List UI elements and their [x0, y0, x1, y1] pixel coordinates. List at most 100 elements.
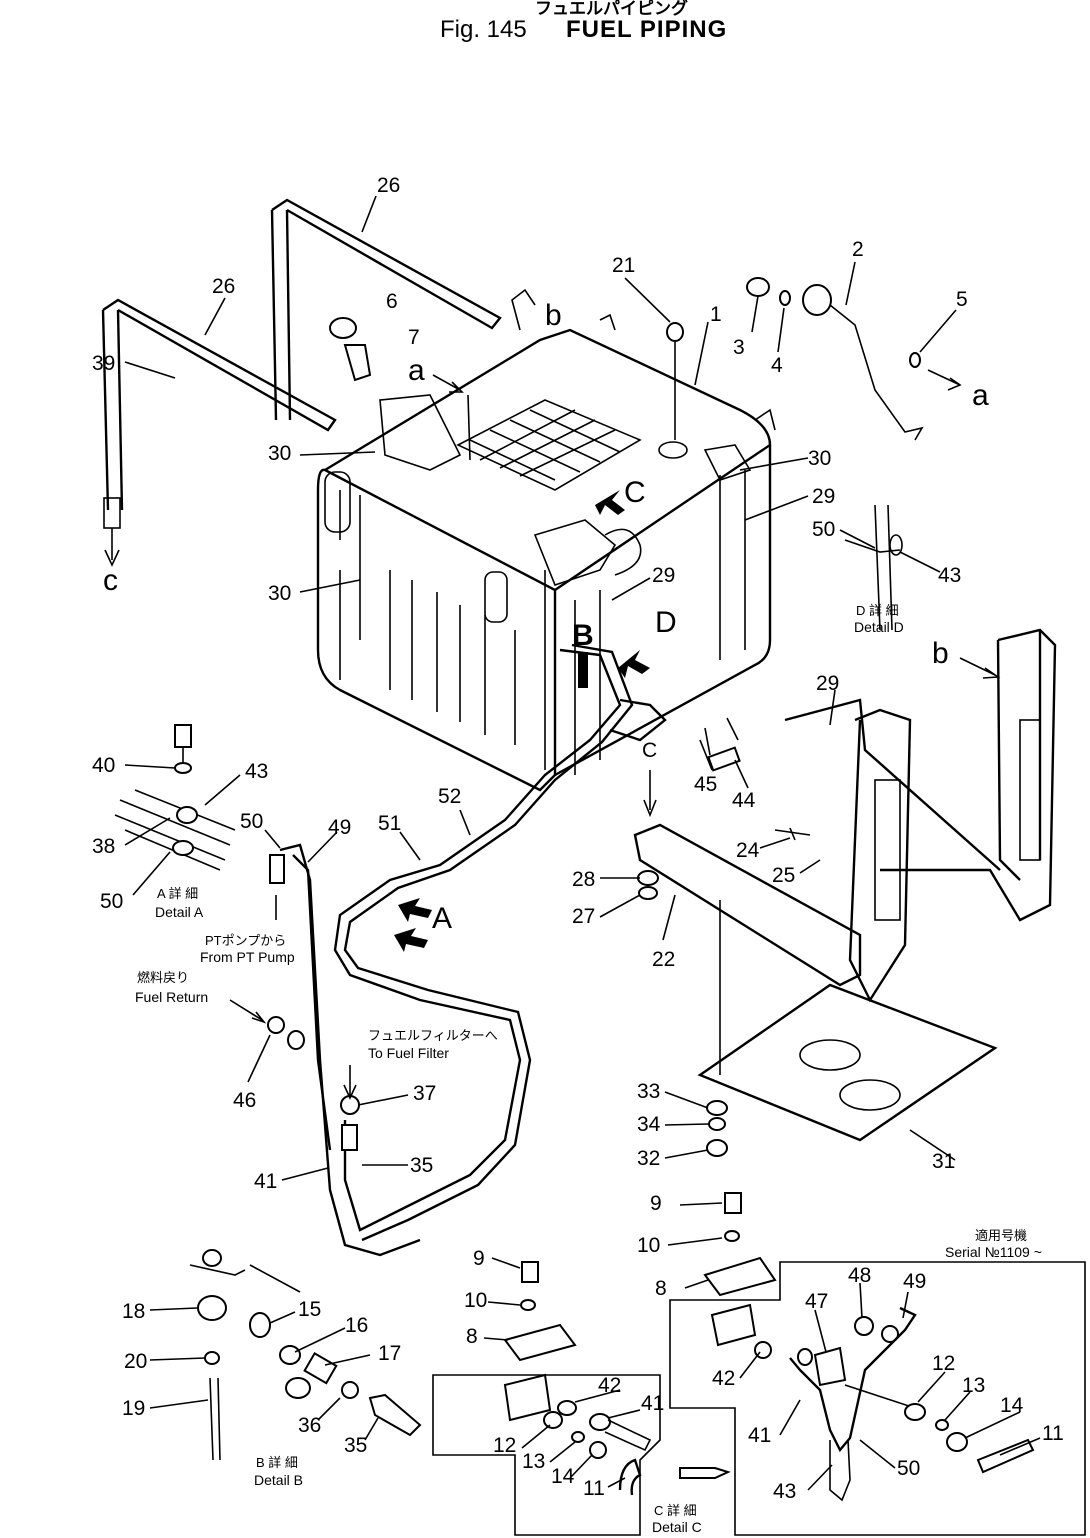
part-label: 42 — [712, 1367, 735, 1390]
part-label: 41 — [748, 1424, 771, 1447]
reference-labels: b a a c b C C B D A — [103, 299, 989, 935]
part-label: 38 — [92, 835, 115, 858]
view-arrows — [394, 374, 1001, 952]
part-label: 21 — [612, 254, 635, 277]
part-label: 36 — [298, 1414, 321, 1437]
part-label: 51 — [378, 812, 401, 835]
part-label: 30 — [268, 442, 291, 465]
part-labels: 1 2 3 4 5 6 7 21 26 26 30 30 30 29 29 29… — [92, 174, 1064, 1503]
part-label: 29 — [816, 672, 839, 695]
tank-support-frame — [633, 628, 1057, 1157]
ref-letter: a — [972, 379, 989, 412]
detail-c-serial-drawing — [669, 1192, 1086, 1536]
part-label: 47 — [805, 1290, 828, 1313]
part-label: 28 — [572, 868, 595, 891]
serial-jp: 適用号機 — [975, 1228, 1027, 1243]
part-label: 49 — [903, 1270, 926, 1293]
fuel-pipes — [229, 643, 667, 1257]
to-fuel-filter-jp: フュエルフィルターへ — [368, 1028, 498, 1043]
part-label: 37 — [413, 1082, 436, 1105]
part-label: 8 — [466, 1325, 478, 1348]
part-label: 13 — [522, 1450, 545, 1473]
serial-number-label: Serial №1109 ~ — [945, 1244, 1042, 1260]
detail-a-jp: A 詳 細 — [157, 886, 198, 901]
part-label: 52 — [438, 785, 461, 808]
part-label: 13 — [962, 1374, 985, 1397]
part-label: 26 — [212, 275, 235, 298]
ref-letter: a — [408, 354, 425, 387]
part-label: 50 — [897, 1457, 920, 1480]
part-label: 48 — [848, 1264, 871, 1287]
title-japanese: フュエルパイピング — [535, 0, 688, 18]
part-label: 26 — [377, 174, 400, 197]
part-label: 19 — [122, 1397, 145, 1420]
part-label: 35 — [410, 1154, 433, 1177]
ref-letter: C — [642, 739, 657, 762]
detail-c-drawing — [432, 1261, 731, 1536]
tank-straps — [101, 198, 536, 567]
fuel-sender-unit — [329, 277, 962, 441]
from-pt-pump-jp: PTポンプから — [205, 933, 286, 948]
part-label: 22 — [652, 948, 675, 971]
detail-d-drawing — [844, 504, 903, 631]
part-label: 50 — [240, 810, 263, 833]
part-label: 41 — [641, 1392, 664, 1415]
figure-title: FUEL PIPING — [566, 16, 728, 43]
detail-captions: D 詳 細 Detail D A 詳 細 Detail A B 詳 細 Deta… — [135, 603, 1042, 1535]
part-label: 11 — [583, 1477, 605, 1500]
part-label: 41 — [254, 1170, 277, 1193]
part-label: 24 — [736, 839, 760, 862]
detail-c-caption: Detail C — [652, 1519, 702, 1535]
part-label: 33 — [637, 1080, 660, 1103]
view-label-a: A — [432, 902, 452, 935]
part-label: 46 — [233, 1089, 256, 1112]
part-label: 11 — [1042, 1422, 1064, 1445]
part-label: 20 — [124, 1350, 147, 1373]
detail-d-jp: D 詳 細 — [856, 603, 899, 618]
part-label: 2 — [852, 238, 864, 261]
ref-letter: c — [103, 564, 118, 597]
part-label: 16 — [345, 1314, 368, 1337]
part-label: 17 — [378, 1342, 401, 1365]
part-label: 3 — [733, 336, 745, 359]
to-fuel-filter-label: To Fuel Filter — [368, 1045, 449, 1061]
part-label: 18 — [122, 1300, 145, 1323]
part-label: 40 — [92, 754, 115, 777]
part-label: 27 — [572, 905, 595, 928]
ref-letter: b — [545, 299, 562, 332]
part-label: 14 — [551, 1465, 575, 1488]
part-label: 14 — [1000, 1394, 1024, 1417]
view-label-c: C — [624, 476, 646, 509]
figure-number: Fig. 145 — [440, 16, 527, 43]
part-label: 9 — [473, 1247, 485, 1270]
from-pt-pump-label: From PT Pump — [200, 949, 295, 965]
part-label: 8 — [655, 1277, 667, 1300]
detail-d-caption: Detail D — [854, 619, 904, 635]
part-label: 6 — [386, 290, 398, 313]
detail-b-jp: B 詳 細 — [256, 1455, 298, 1470]
fuel-return-jp: 燃料戻り — [137, 970, 189, 985]
fuel-return-label: Fuel Return — [135, 989, 208, 1005]
part-label: 10 — [464, 1289, 487, 1312]
part-label: 35 — [344, 1434, 367, 1457]
part-label: 44 — [732, 789, 756, 812]
fuel-tank — [316, 313, 776, 792]
part-label: 43 — [245, 760, 268, 783]
view-label-b: B — [572, 619, 594, 652]
detail-b-caption: Detail B — [254, 1472, 303, 1488]
part-label: 12 — [932, 1352, 955, 1375]
part-label: 25 — [772, 864, 795, 887]
part-label: 5 — [956, 288, 968, 311]
detail-a-drawing — [114, 724, 236, 871]
part-label: 32 — [637, 1147, 660, 1170]
detail-c-jp: C 詳 細 — [654, 1503, 697, 1518]
detail-a-caption: Detail A — [155, 904, 204, 920]
part-label: 43 — [773, 1480, 796, 1503]
part-label: 29 — [652, 564, 675, 587]
part-label: 7 — [408, 326, 420, 349]
part-label: 34 — [637, 1113, 661, 1136]
part-label: 50 — [100, 890, 123, 913]
part-label: 50 — [812, 518, 835, 541]
part-label: 30 — [268, 582, 291, 605]
